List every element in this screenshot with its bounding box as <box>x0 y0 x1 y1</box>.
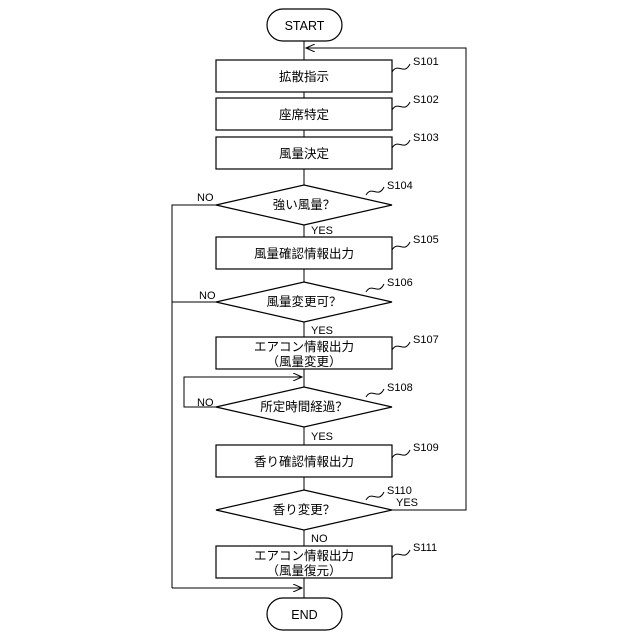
s108-text: 所定時間経過？ <box>260 399 348 414</box>
no-label-s106: NO <box>199 290 216 302</box>
process-s109: 香り確認情報出力 <box>216 445 392 477</box>
squiggle-s110 <box>366 492 384 500</box>
squiggle-s102 <box>392 102 410 110</box>
step-id-s101: S101 <box>413 56 439 68</box>
yes-label-s104: YES <box>311 225 333 237</box>
step-id-s108: S108 <box>387 382 413 394</box>
squiggle-s108 <box>366 389 384 397</box>
decision-s106: 風量変更可？ <box>216 282 392 322</box>
step-id-s110: S110 <box>387 485 412 497</box>
s110-text: 香り変更？ <box>273 502 336 517</box>
step-id-s109: S109 <box>413 442 439 454</box>
squiggle-s104 <box>366 187 384 195</box>
yes-label-s108: YES <box>311 431 333 443</box>
squiggle-s103 <box>392 140 410 148</box>
process-s111: エアコン情報出力 （風量復元） <box>216 546 392 578</box>
s109-text: 香り確認情報出力 <box>254 454 354 469</box>
process-s101: 拡散指示 <box>216 60 392 92</box>
s103-text: 風量決定 <box>279 146 329 161</box>
s111-text-line1: エアコン情報出力 <box>254 548 354 563</box>
s105-text: 風量確認情報出力 <box>254 246 354 261</box>
yes-label-s110: YES <box>396 497 418 509</box>
yes-label-s106: YES <box>311 325 333 337</box>
no-label-s104: NO <box>197 192 214 204</box>
step-id-s105: S105 <box>413 234 439 246</box>
squiggle-s107 <box>392 342 410 350</box>
s101-text: 拡散指示 <box>279 69 329 84</box>
s107-text-line1: エアコン情報出力 <box>254 339 354 354</box>
squiggle-s109 <box>392 450 410 458</box>
decision-s104: 強い風量？ <box>216 185 392 225</box>
decision-s110: 香り変更？ <box>216 490 392 530</box>
process-s107: エアコン情報出力 （風量変更） <box>216 337 392 369</box>
end-label: END <box>291 608 317 622</box>
s104-text: 強い風量？ <box>273 197 336 212</box>
no-label-s110: NO <box>311 533 328 545</box>
process-s103: 風量決定 <box>216 137 392 169</box>
start-terminal: START <box>267 9 342 41</box>
no-label-s108: NO <box>197 397 214 409</box>
process-s102: 座席特定 <box>216 98 392 130</box>
process-s105: 風量確認情報出力 <box>216 237 392 269</box>
step-id-s102: S102 <box>413 94 439 106</box>
s102-text: 座席特定 <box>279 107 329 122</box>
end-terminal: END <box>267 598 342 630</box>
step-id-s107: S107 <box>413 334 439 346</box>
s107-text-line2: （風量変更） <box>266 354 341 369</box>
squiggle-s101 <box>392 64 410 72</box>
squiggle-s106 <box>366 284 384 292</box>
step-id-s103: S103 <box>413 132 439 144</box>
step-id-s104: S104 <box>387 180 413 192</box>
squiggle-s105 <box>392 242 410 250</box>
start-label: START <box>285 19 325 33</box>
decision-s108: 所定時間経過？ <box>216 387 392 427</box>
step-id-s111: S111 <box>413 542 437 554</box>
s106-text: 風量変更可？ <box>266 294 341 309</box>
s111-text-line2: （風量復元） <box>266 563 341 578</box>
squiggle-s111 <box>392 550 410 558</box>
step-id-s106: S106 <box>387 277 413 289</box>
